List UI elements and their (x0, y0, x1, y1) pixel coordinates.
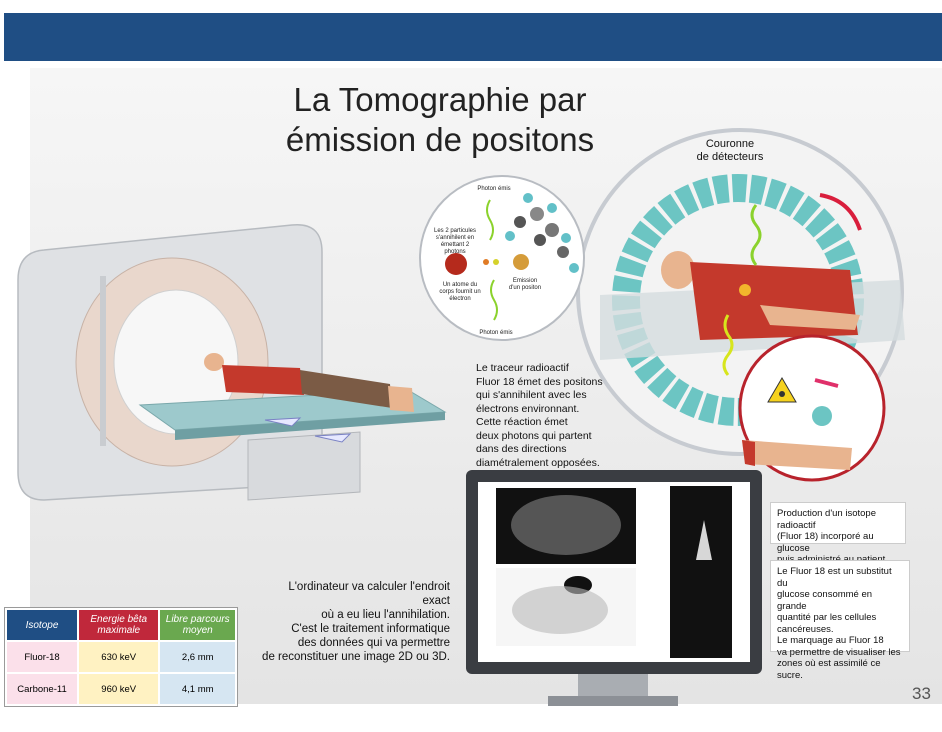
fluor-line: cancéreuses. (777, 623, 834, 635)
header-energy: Energie bêta maximale (79, 610, 159, 640)
tracer-line: électrons environnant. (476, 402, 580, 415)
fluor-info-panel: Le Fluor 18 est un substitut du glucose … (770, 560, 910, 681)
tracer-line: Cette réaction émet (476, 416, 568, 428)
isotope-line: (Fluor 18) incorporé au glucose (777, 531, 874, 554)
tracer-line: Fluor 18 émet des positons (476, 375, 603, 388)
patient-lying (204, 353, 414, 412)
detector-ring-label-line2: de détecteurs (696, 151, 764, 163)
table-row: Fluor-18 630 keV 2,6 mm (7, 642, 235, 672)
fluor-line: quantité par les cellules (777, 612, 877, 623)
injection-view (738, 334, 886, 482)
header-isotope: Isotope (7, 610, 77, 640)
tracer-description: Le traceur radioactif Fluor 18 émet des … (476, 362, 626, 470)
fluor-line: Le marquage au Fluor 18 (777, 635, 884, 646)
computer-line: de reconstituer une image 2D ou 3D. (262, 651, 450, 663)
isotope-line: puis administré au patient (777, 554, 899, 566)
cell-isotope: Fluor-18 (7, 642, 77, 672)
atom-label: Un atome du corps fournit un électron (439, 282, 481, 302)
molecule-view (419, 175, 585, 341)
header-range: Libre parcours moyen (160, 610, 235, 640)
isotope-line: Production d'un isotope radioactif (777, 508, 876, 531)
cell-energy: 630 keV (79, 642, 159, 672)
computer-line: où a eu lieu l'annihilation. (321, 609, 450, 621)
cell-energy: 960 keV (79, 674, 159, 704)
fluor-line: Le Fluor 18 est un substitut du (777, 566, 892, 589)
fluor-line: zones où est assimilé ce sucre. (777, 658, 881, 681)
computer-description: L'ordinateur va calculer l'endroit exact… (262, 580, 450, 664)
tracer-line: Le traceur radioactif (476, 362, 569, 374)
title-line-1: La Tomographie par (293, 81, 587, 118)
page-number: 33 (912, 684, 931, 703)
fluor-line: glucose consommé en grande (777, 589, 873, 612)
positon-emission-label: Emission d'un positon (508, 278, 542, 291)
cell-range: 2,6 mm (160, 642, 235, 672)
computer-line: C'est le traitement informatique (291, 623, 450, 635)
computer-monitor (466, 470, 762, 706)
computer-line: des données qui va permettre (297, 637, 450, 649)
table-row: Carbone-11 960 keV 4,1 mm (7, 674, 235, 704)
header-bar (4, 13, 942, 61)
title-line-2: émission de positons (285, 121, 595, 158)
table-header-row: Isotope Energie bêta maximale Libre parc… (7, 610, 235, 640)
computer-line: L'ordinateur va calculer l'endroit exact (288, 581, 450, 607)
tracer-line: qui s'annihilent avec les (476, 389, 587, 401)
tracer-line: diamétralement opposées. (476, 456, 600, 469)
isotope-production-panel: Production d'un isotope radioactif (Fluo… (770, 502, 906, 565)
photon-label-top: Photon émis (477, 186, 511, 192)
isotope-table: Isotope Energie bêta maximale Libre parc… (4, 607, 238, 707)
fluor-line: va permettre de visualiser les (777, 646, 901, 658)
photon-label-bottom: Photon émis (479, 330, 513, 336)
slide-title: La Tomographie par émission de positons (240, 80, 640, 160)
annihilation-label: Les 2 particules s'annihilent en émettan… (433, 228, 477, 255)
tracer-line: deux photons qui partent (476, 429, 592, 442)
tracer-line: dans des directions (476, 443, 567, 455)
detector-ring-label: Couronne de détecteurs (660, 138, 800, 164)
cell-isotope: Carbone-11 (7, 674, 77, 704)
detector-ring-label-line1: Couronne (705, 138, 755, 150)
cell-range: 4,1 mm (160, 674, 235, 704)
